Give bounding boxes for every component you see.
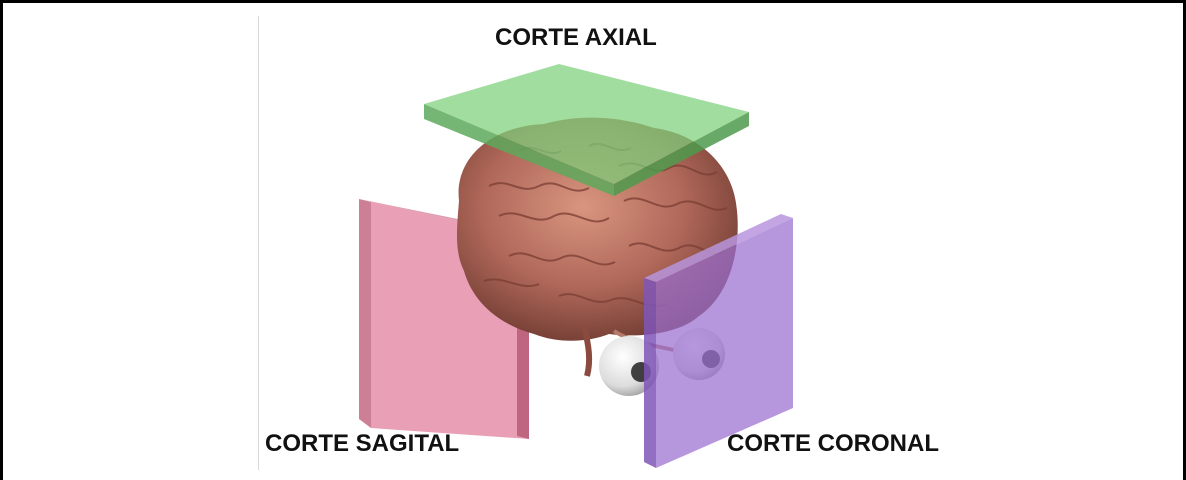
anatomical-planes-figure: CORTE AXIAL CORTE SAGITAL CORTE CORONAL: [258, 16, 972, 470]
planes-illustration: CORTE AXIAL CORTE SAGITAL CORTE CORONAL: [259, 16, 972, 470]
axial-label: CORTE AXIAL: [495, 24, 657, 51]
sagital-label: CORTE SAGITAL: [265, 430, 459, 457]
coronal-label: CORTE CORONAL: [727, 430, 939, 457]
